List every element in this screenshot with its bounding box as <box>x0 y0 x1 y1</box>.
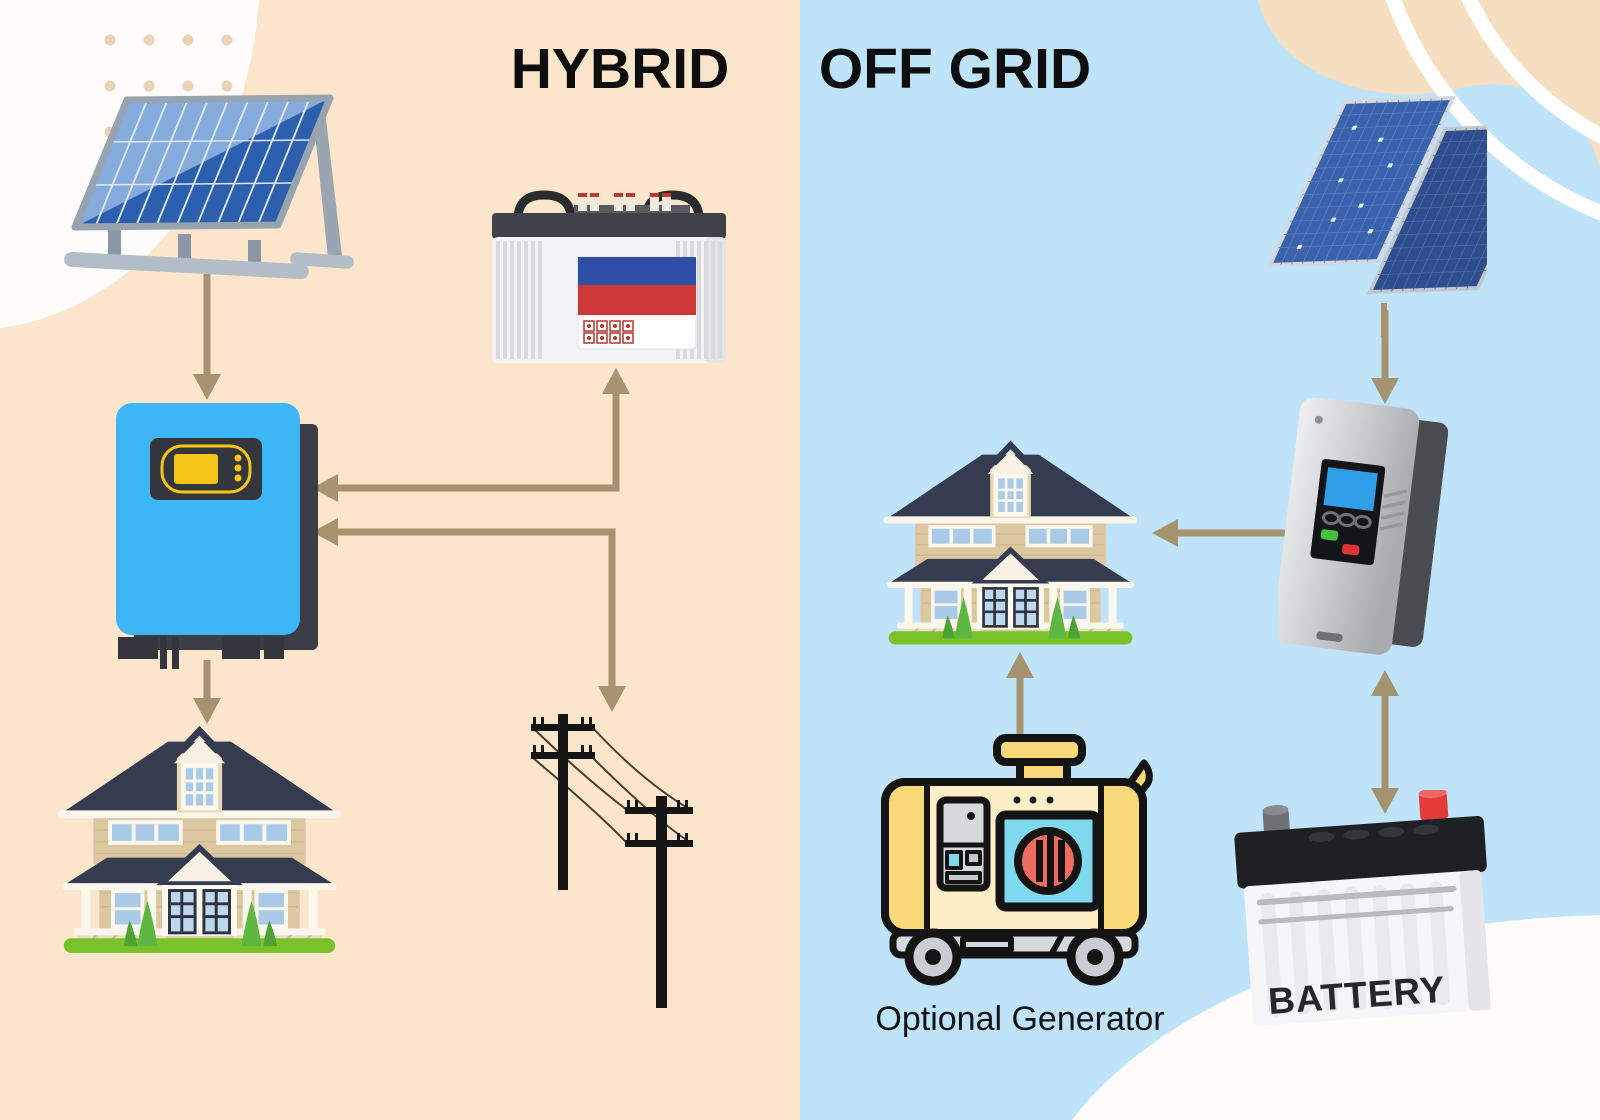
battery-terminal-positive <box>1418 790 1449 820</box>
hybrid-title: HYBRID <box>510 37 730 101</box>
solar-panel-icon <box>64 94 354 280</box>
battery-terminal-negative <box>1262 805 1290 835</box>
arrow-offgrid-inverter-battery <box>1371 670 1399 814</box>
peach-blob-top-right <box>1258 0 1600 168</box>
arrow-offgrid-inverter-to-house <box>1152 519 1302 547</box>
offgrid-inverter-icon <box>1278 398 1448 655</box>
arrow-solar-to-inverter <box>193 274 221 400</box>
arrow-generator-to-house <box>1006 652 1034 736</box>
arrow-inverter-to-house <box>193 660 221 724</box>
offgrid-solar-panels-icon <box>1266 95 1487 337</box>
generator-label: Optional Generator <box>875 1000 1165 1038</box>
arrow-inverter-battery <box>312 368 630 502</box>
arrow-inverter-grid <box>312 518 626 712</box>
offgrid-house-icon <box>878 428 1143 649</box>
offgrid-title: OFF GRID <box>818 37 1092 101</box>
power-lines-icon <box>531 714 693 1008</box>
battery-icon <box>492 190 726 363</box>
generator-icon <box>881 734 1153 986</box>
house-icon <box>52 712 347 958</box>
offgrid-battery-icon <box>1234 790 1491 1026</box>
hybrid-inverter-icon <box>116 403 318 669</box>
